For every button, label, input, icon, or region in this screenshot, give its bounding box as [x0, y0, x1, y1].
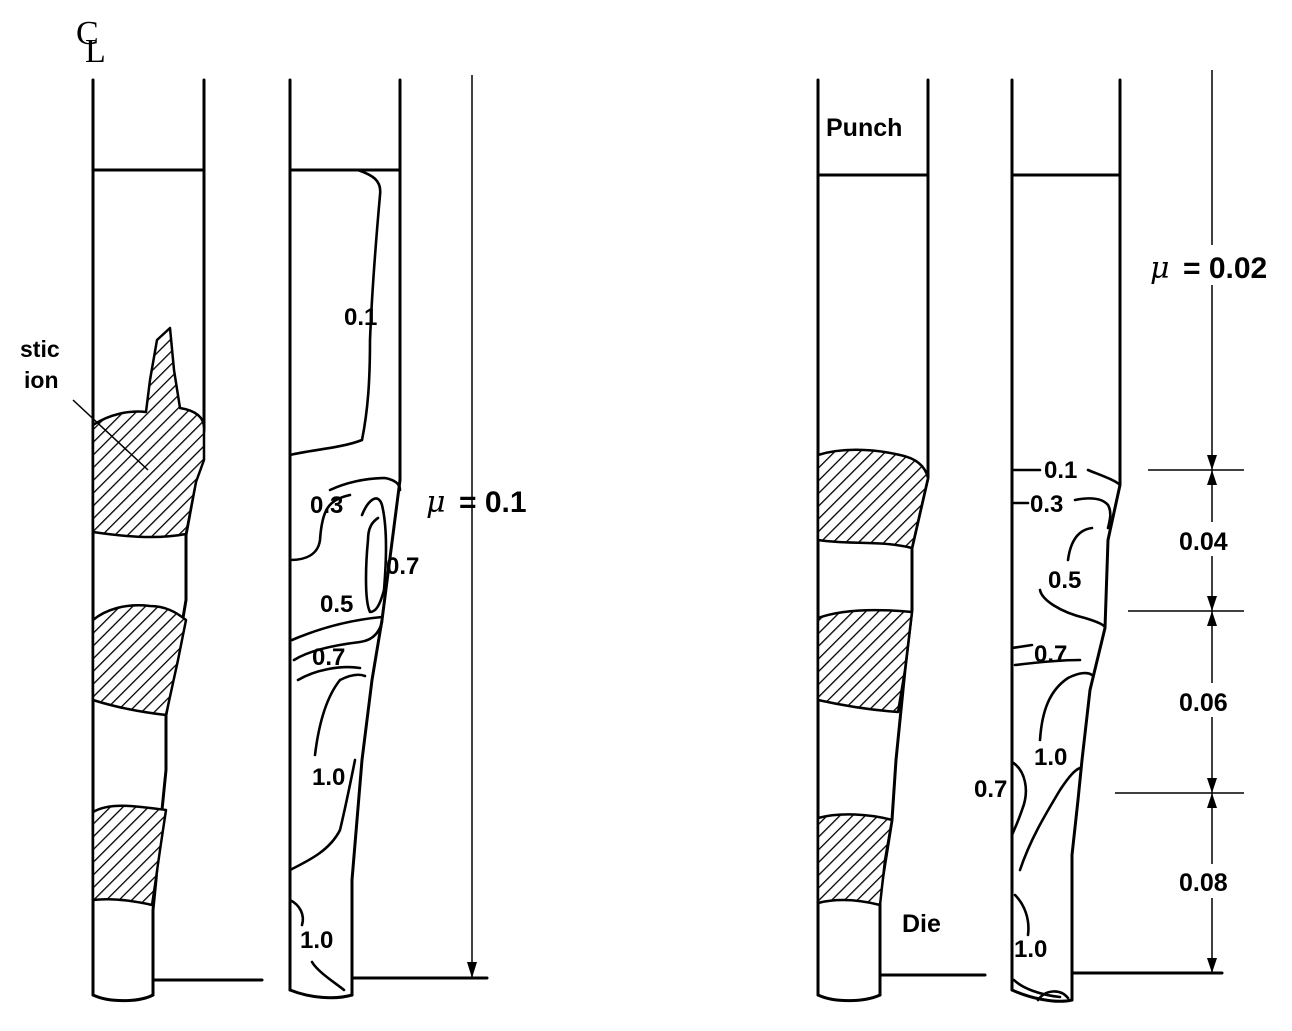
right-case-group: Punch Die: [816, 70, 1280, 1003]
left-contour-label-1: 0.1: [344, 304, 377, 331]
left-plastic-label-line2: ion: [24, 367, 59, 393]
right-mu-label-backdrop: [1140, 245, 1280, 285]
die-label: Die: [902, 910, 941, 938]
right-plastic-zone-bottom: [816, 813, 894, 907]
dim-label-backdrop-3: [1170, 864, 1250, 898]
left-mu-value: = 0.1: [459, 486, 527, 519]
left-contour-label-4: 0.5: [320, 591, 353, 618]
left-mu-symbol: μ: [426, 485, 446, 520]
dimension-label-2: 0.06: [1179, 689, 1228, 717]
right-plastic-zone-mid: [816, 608, 914, 714]
right-contour-label-1: 0.1: [1044, 457, 1077, 484]
right-contour-lines: [1010, 468, 1122, 1002]
right-contour-label-5: 1.0: [1034, 744, 1067, 771]
left-contour-label-6: 1.0: [312, 764, 345, 791]
right-contour-label-3: 0.5: [1048, 567, 1081, 594]
centerline-c-glyph: C: [76, 15, 99, 52]
right-contour-label-6: 0.7: [974, 776, 1007, 803]
right-mu-label: μ = 0.02: [1150, 251, 1267, 286]
centerline-l-glyph: L: [85, 33, 106, 70]
dimension-label-1: 0.04: [1179, 528, 1228, 556]
left-label-leader: [72, 399, 149, 471]
left-contour-label-5: 0.7: [312, 644, 345, 671]
left-plastic-zone-bottom: [91, 804, 168, 907]
centerline-symbol: CL C L: [76, 15, 106, 70]
right-contour-label-7: 1.0: [1014, 936, 1047, 963]
left-case-group: stic ion 0.1 0.3 0.7 0.5 0.7: [20, 75, 527, 1003]
left-contour-label-2: 0.3: [310, 492, 343, 519]
dim-label-backdrop-1: [1170, 522, 1250, 556]
punch-label: Punch: [826, 114, 902, 142]
right-mu-value: = 0.02: [1183, 252, 1267, 285]
dimension-label-3: 0.08: [1179, 869, 1228, 897]
right-contour-outline: [1010, 78, 1224, 1003]
right-mu-symbol: μ: [1150, 251, 1170, 286]
right-contour-label-4: 0.7: [1034, 641, 1067, 668]
left-contour-lines: [288, 168, 402, 992]
left-plastic-zone-top: [91, 326, 206, 539]
left-contour-label-3: 0.7: [386, 553, 419, 580]
left-contour-outline: [288, 78, 489, 1000]
right-dimension-chain: [1115, 70, 1244, 973]
left-plastic-zone-mid: [91, 604, 188, 717]
right-contour-label-2: 0.3: [1030, 491, 1063, 518]
left-dimension-arrow: [467, 75, 477, 978]
left-contour-label-7: 1.0: [300, 927, 333, 954]
right-plastic-zone-top: [816, 448, 930, 550]
left-mu-label: μ = 0.1: [426, 485, 527, 520]
dim-label-backdrop-2: [1170, 683, 1250, 717]
left-plastic-label-line1: stic: [20, 336, 60, 362]
